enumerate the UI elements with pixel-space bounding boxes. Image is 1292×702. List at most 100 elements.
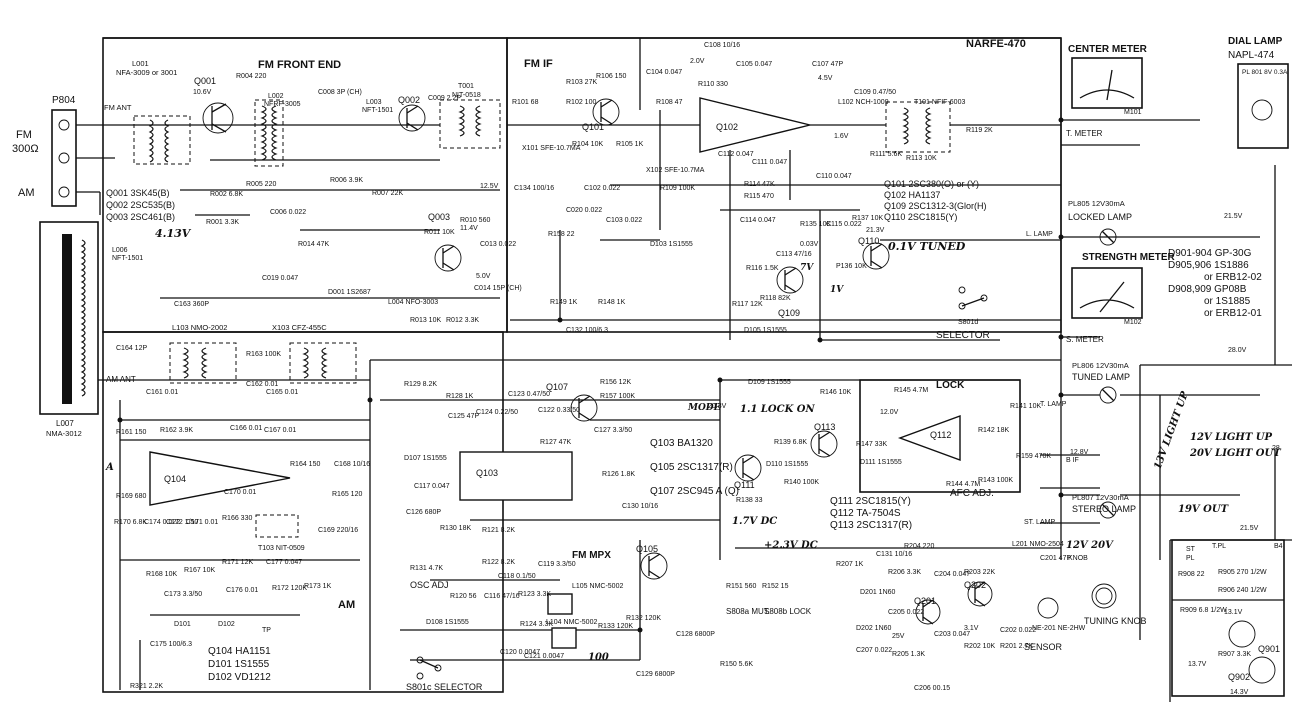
s808b-label: S808b LOCK <box>764 607 812 616</box>
p136-label: P136 10K <box>836 263 867 270</box>
c164-label: C164 12P <box>116 345 147 352</box>
d102-label: D102 <box>218 621 235 628</box>
fm-front-end-title: FM FRONT END <box>258 59 341 71</box>
r201-label: R201 2.7K <box>1000 643 1033 650</box>
c006-label: C006 0.022 <box>270 209 306 216</box>
r159-label: R159 470K <box>1016 453 1051 460</box>
v-3-1: 3.1V <box>964 625 979 632</box>
t101-label: T101 NFIF-6003 <box>914 99 965 106</box>
d202-label: D202 1N60 <box>856 625 892 632</box>
fm-mpx-title: FM MPX <box>572 550 611 561</box>
c163-label: C163 360P <box>174 301 209 308</box>
c110-label: C110 0.047 <box>816 173 852 180</box>
s-meter-label: S. METER <box>1066 335 1104 344</box>
c176-label: C176 0.01 <box>226 587 258 594</box>
c114-label: C114 0.047 <box>740 217 776 224</box>
r142-label: R142 18K <box>978 427 1009 434</box>
d110-label: D110 1S1555 <box>766 461 808 468</box>
note-20v-light-out: 20V LIGHT OUT <box>1189 448 1282 459</box>
stereo-lamp <box>1099 501 1117 519</box>
c020-label: C020 0.022 <box>566 207 602 214</box>
c169-label: C169 220/16 <box>318 527 358 534</box>
r131-label: R131 4.7K <box>410 565 443 572</box>
s801d-label: S801d <box>958 319 978 326</box>
sensor-label: SENSOR <box>1024 642 1063 652</box>
lock-parts-list: Q111 2SC1815(Y) Q112 TA-7504S Q113 2SC13… <box>830 496 912 531</box>
c108-label: C108 10/16 <box>704 42 740 49</box>
r011-label: R011 10K <box>424 229 455 236</box>
l004-label: L004 NFO-3003 <box>388 299 438 306</box>
note-100: 100 <box>588 652 609 663</box>
r010-label: R010 560 <box>460 217 490 224</box>
c121-label: C121 0.0047 <box>524 653 564 660</box>
c129-label: C129 6800P <box>636 671 675 678</box>
l007-label: L007 <box>56 419 74 428</box>
r156-label: R156 12K <box>600 379 631 386</box>
r007-label: R007 22K <box>372 190 403 197</box>
r103-label: R103 27K <box>566 79 597 86</box>
fm-front-end-frame <box>102 37 508 333</box>
strength-meter-m102 <box>1071 267 1143 319</box>
r122-label: R122 8.2K <box>482 559 515 566</box>
l003-label: L003 <box>366 99 382 106</box>
r001-label: R001 3.3K <box>206 219 239 226</box>
l201-label: L201 NMO-2504 <box>1012 541 1064 548</box>
r014-label: R014 47K <box>298 241 329 248</box>
b4-label: B4 <box>1274 543 1283 550</box>
c177-label: C177 0.047 <box>266 559 302 566</box>
note-1-7v: 1.7V DC <box>732 516 777 527</box>
r164-label: R164 150 <box>290 461 320 468</box>
st-lamp-label: ST. LAMP <box>1024 519 1055 526</box>
v-0-03: 0.03V <box>800 241 819 248</box>
r004-label: R004 220 <box>236 73 266 80</box>
l104-label: L104 NMC-5002 <box>546 619 597 626</box>
d108-label: D108 1S1555 <box>426 619 469 626</box>
r169-label: R169 680 <box>116 493 146 500</box>
l103-label: L103 NMO-2002 <box>172 323 227 332</box>
am-title: AM <box>338 599 355 611</box>
r170-label: R170 6.8K <box>114 519 147 526</box>
q103-label: Q103 <box>476 468 498 478</box>
d103-label: D103 1S1555 <box>650 241 693 248</box>
wiring <box>119 38 1292 702</box>
mpx-part-1: Q103 BA1320 <box>650 438 713 449</box>
note-tuned: 0.1V TUNED <box>888 240 966 253</box>
c166-label: C166 0.01 <box>230 425 262 432</box>
r110-label: R110 330 <box>698 81 728 88</box>
q102-label: Q102 <box>716 122 738 132</box>
fm-ant-label: FM ANT <box>104 103 132 112</box>
p804-label: P804 <box>52 95 76 106</box>
c107-label: C107 47P <box>812 61 843 68</box>
tpl-label: T.PL <box>1212 543 1226 550</box>
c168-label: C168 10/16 <box>334 461 370 468</box>
l006-label: L006 <box>112 247 128 254</box>
v-21-3: 21.3V <box>866 227 885 234</box>
q101-label: Q101 <box>582 122 604 132</box>
c013-label: C013 0.022 <box>480 241 516 248</box>
q112-label: Q112 <box>930 430 951 440</box>
v-21-5b: 21.5V <box>1240 525 1259 532</box>
selector-switch-s801d <box>958 286 988 310</box>
r152-label: R152 15 <box>762 583 789 590</box>
d201-label: D201 1N60 <box>860 589 896 596</box>
center-meter-title: CENTER METER <box>1068 44 1148 55</box>
q105-label: Q105 <box>636 544 658 554</box>
r168-label: R168 10K <box>146 571 177 578</box>
c126-label: C126 680P <box>406 509 441 516</box>
q201-symbol <box>915 599 941 625</box>
ne201-lamp <box>1037 597 1059 619</box>
mpx-coils <box>547 593 577 649</box>
c116-label: C116 47/16 <box>484 593 520 600</box>
r167-label: R167 10K <box>184 567 215 574</box>
l006-part: NFT-1501 <box>112 255 143 262</box>
c170-label: C170 0.01 <box>224 489 256 496</box>
v-20-3: 20.3V <box>708 403 727 410</box>
v-5-0: 5.0V <box>476 273 491 280</box>
q103-ic <box>459 451 573 501</box>
front-end-coils <box>115 99 501 299</box>
q201-label: Q201 <box>914 596 936 606</box>
v-1-6: 1.6V <box>834 133 849 140</box>
r005-label: R005 220 <box>246 181 276 188</box>
c204-label: C204 0.047 <box>934 571 970 578</box>
if-part-3: Q109 2SC1312-3(Glor(H) <box>884 201 987 211</box>
